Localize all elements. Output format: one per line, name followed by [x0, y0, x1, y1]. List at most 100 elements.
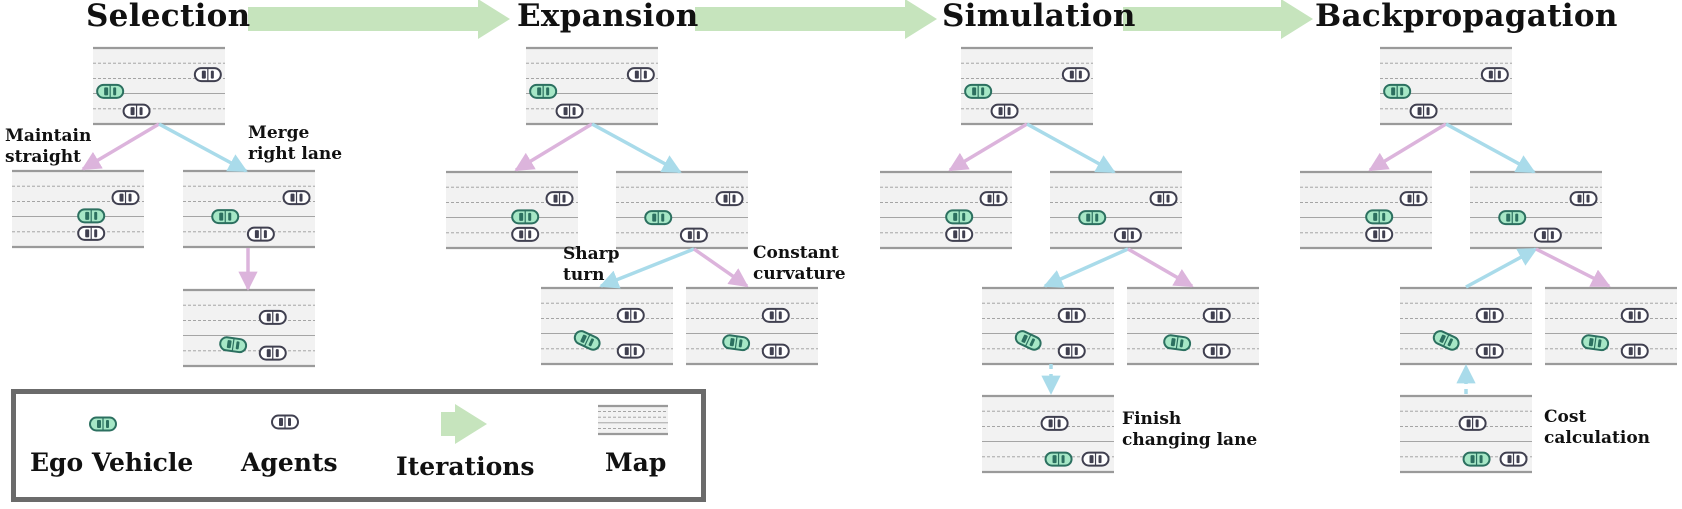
legend-agents-label: Agents — [241, 448, 338, 477]
backpropagation-sharp-turn-leaf-ego-car — [1432, 330, 1460, 351]
title-expansion: Expansion — [517, 0, 699, 34]
simulation-left-child-agent-car-2 — [945, 226, 974, 242]
backpropagation-curvature-leaf-ego-car — [1581, 334, 1610, 352]
expansion-root-agent-car-0 — [626, 67, 655, 83]
backpropagation-rollout-agent-car-0 — [1458, 415, 1487, 431]
selection-right-child-agent-car-2 — [246, 226, 275, 242]
simulation-edge-sharp-turn — [1043, 247, 1129, 288]
selection-root-agent-car-2 — [122, 103, 151, 119]
expansion-right-child-agent-car-0 — [715, 191, 744, 207]
selection-leaf-agent-car-0 — [258, 309, 287, 325]
expansion-curvature-leaf-agent-car-2 — [761, 343, 790, 359]
selection-edge-maintain — [81, 122, 160, 171]
backpropagation-left-child-agent-car-2 — [1365, 226, 1394, 242]
backpropagation-sharp-turn-leaf-road — [1400, 286, 1532, 366]
expansion-edge-pink — [514, 122, 593, 172]
expansion-edge-constant-curvature — [692, 247, 749, 288]
simulation-edge-constant-curvature — [1127, 247, 1194, 288]
expansion-root-agent-car-2 — [555, 103, 584, 119]
expansion-sharp-turn-leaf-agent-car-2 — [616, 343, 645, 359]
backpropagation-left-child-agent-car-0 — [1399, 191, 1428, 207]
selection-root-ego-car — [96, 83, 125, 99]
iteration-arrow-3 — [1123, 0, 1313, 39]
expansion-right-child-agent-car-2 — [679, 227, 708, 243]
simulation-right-child-agent-car-0 — [1149, 191, 1178, 207]
selection-left-child-agent-car-0 — [111, 190, 140, 206]
expansion-left-child-agent-car-0 — [545, 191, 574, 207]
simulation-right-child-agent-car-2 — [1113, 227, 1142, 243]
expansion-left-child-agent-car-2 — [511, 226, 540, 242]
selection-right-child-ego-car — [211, 209, 240, 225]
simulation-sharp-turn-leaf-agent-car-2 — [1057, 343, 1086, 359]
selection-edge-merge — [158, 122, 248, 173]
simulation-rollout-agent-car-0 — [1040, 415, 1069, 431]
expansion-curvature-leaf-ego-car — [722, 334, 751, 352]
simulation-root-agent-car-2 — [990, 103, 1019, 119]
iteration-arrow-2 — [695, 0, 937, 39]
backpropagation-rollout-ego-car — [1462, 451, 1491, 467]
expansion-curvature-leaf-road — [686, 286, 818, 366]
simulation-root-ego-car — [964, 83, 993, 99]
simulation-curvature-leaf-road — [1127, 286, 1259, 366]
selection-left-child-agent-car-2 — [77, 225, 106, 241]
title-backpropagation: Backpropagation — [1315, 0, 1618, 34]
selection-right-child-agent-car-0 — [282, 190, 311, 206]
expansion-curvature-leaf-agent-car-0 — [761, 307, 790, 323]
iteration-arrow-1 — [248, 0, 510, 39]
title-selection: Selection — [86, 0, 251, 34]
simulation-sharp-turn-leaf-ego-car — [1014, 330, 1042, 351]
simulation-rollout-agent-car-2 — [1081, 451, 1110, 467]
legend-ego-vehicle-icon — [89, 416, 117, 432]
title-simulation: Simulation — [942, 0, 1136, 34]
backpropagation-left-child-ego-car — [1365, 209, 1394, 225]
legend-box — [11, 389, 706, 502]
expansion-sharp-turn-leaf-ego-car — [573, 330, 601, 351]
legend-iterations-label: Iterations — [396, 452, 535, 481]
selection-leaf-road — [183, 288, 315, 368]
legend-ego-vehicle-label: Ego Vehicle — [30, 448, 194, 477]
backpropagation-edge-constant-curvature — [1535, 247, 1611, 288]
expansion-left-child-ego-car — [511, 209, 540, 225]
backpropagation-right-child-agent-car-0 — [1569, 191, 1598, 207]
simulation-rollout-ego-car — [1044, 451, 1073, 467]
backpropagation-right-child-ego-car — [1498, 210, 1527, 226]
simulation-edge-blue — [1026, 122, 1116, 174]
legend-iterations-icon — [441, 404, 487, 444]
expansion-edge-sharp-turn — [599, 247, 695, 289]
backpropagation-sharp-turn-leaf-agent-car-2 — [1475, 343, 1504, 359]
expansion-root-ego-car — [529, 83, 558, 99]
simulation-right-child-ego-car — [1078, 210, 1107, 226]
simulation-left-child-ego-car — [945, 209, 974, 225]
selection-leaf-ego-car — [219, 336, 248, 354]
simulation-sharp-turn-leaf-road — [982, 286, 1114, 366]
simulation-curvature-leaf-ego-car — [1163, 334, 1192, 352]
expansion-sharp-turn-leaf-agent-car-0 — [616, 307, 645, 323]
simulation-root-agent-car-0 — [1061, 67, 1090, 83]
backpropagation-right-child-agent-car-2 — [1533, 227, 1562, 243]
simulation-curvature-leaf-agent-car-0 — [1202, 307, 1231, 323]
backpropagation-root-agent-car-2 — [1409, 103, 1438, 119]
backpropagation-edge-blue — [1445, 122, 1536, 174]
backpropagation-edge-up — [1465, 247, 1538, 289]
backpropagation-root-agent-car-0 — [1480, 67, 1509, 83]
backpropagation-curvature-leaf-road — [1545, 286, 1677, 366]
expansion-edge-blue — [591, 122, 682, 174]
legend-map-icon — [598, 404, 668, 436]
backpropagation-curvature-leaf-agent-car-2 — [1620, 343, 1649, 359]
legend-agents-icon — [271, 414, 299, 430]
backpropagation-curvature-leaf-agent-car-0 — [1620, 307, 1649, 323]
backpropagation-root-ego-car — [1383, 83, 1412, 99]
backpropagation-edge-pink — [1368, 122, 1447, 172]
expansion-sharp-turn-leaf-road — [541, 286, 673, 366]
backpropagation-sharp-turn-leaf-agent-car-0 — [1475, 307, 1504, 323]
simulation-edge-pink — [948, 122, 1028, 172]
selection-left-child-ego-car — [77, 208, 106, 224]
simulation-sharp-turn-leaf-agent-car-0 — [1057, 307, 1086, 323]
selection-root-agent-car-0 — [193, 67, 222, 83]
